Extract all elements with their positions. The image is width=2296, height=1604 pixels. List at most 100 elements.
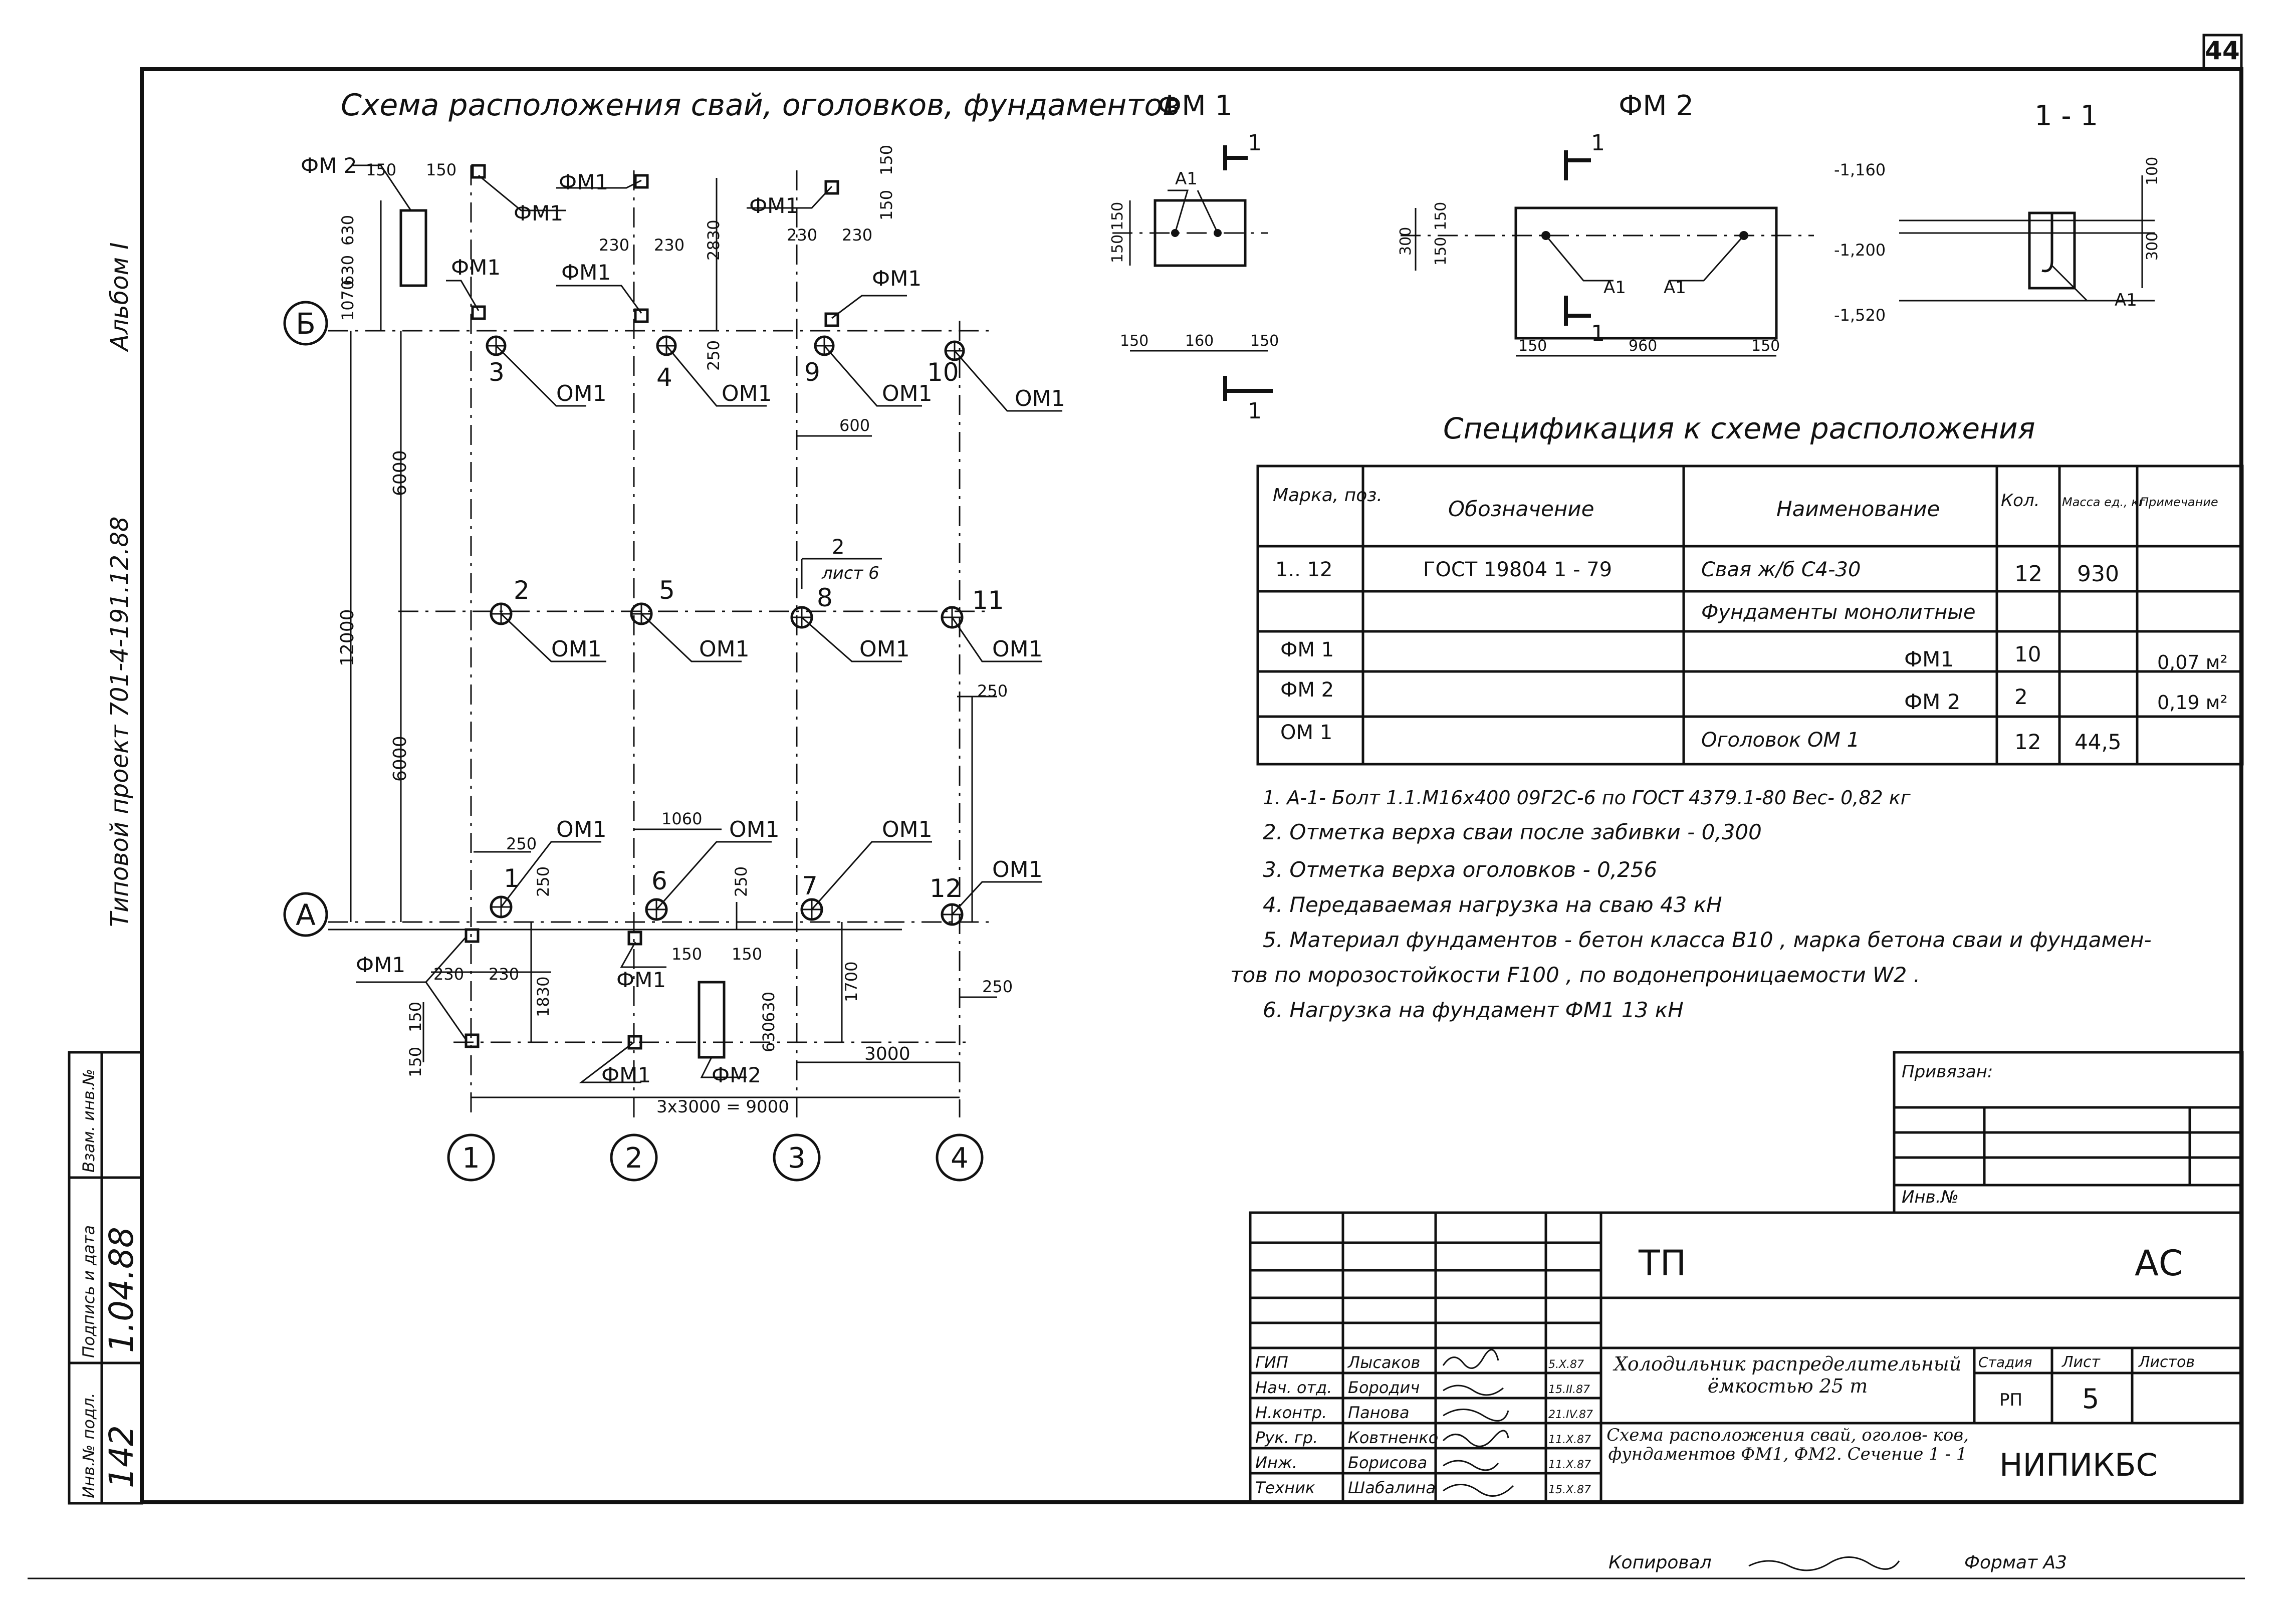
tb-sheet-title-box: Схема расположения свай, оголов- ков, фу…: [1606, 1426, 1969, 1464]
om1-label-h: ОМ1: [992, 636, 1043, 662]
fm2-dim-300: 300: [1397, 227, 1415, 256]
fm2-label-top: ФМ 2: [301, 153, 357, 178]
tb-name-5: Шабалина: [1348, 1478, 1436, 1497]
svg-text:ОМ 1: ОМ 1: [1280, 721, 1332, 744]
page-number: 44: [2205, 36, 2240, 65]
fm1-label-c: ФМ1: [749, 193, 799, 218]
om1-label-f: ОМ1: [699, 636, 750, 662]
tb-name-0: Лысаков: [1347, 1353, 1420, 1372]
pile-label-6: 6: [651, 866, 667, 895]
inv-value: 142: [102, 1425, 141, 1488]
section-title: 1 - 1: [2034, 100, 2098, 132]
fm1-detail-title: ФМ 1: [1158, 90, 1233, 122]
fm2-bottom-rect: [698, 981, 726, 1059]
fm2-detail-title: ФМ 2: [1619, 90, 1694, 122]
tb-role-4: Инж.: [1255, 1453, 1297, 1472]
fm1-detail-drawing: [1112, 145, 1273, 401]
dim-6000-a: 6000: [390, 450, 410, 496]
tb-role-2: Н.контр.: [1255, 1403, 1327, 1422]
tb-date-2: 21.IV.87: [1548, 1409, 1593, 1421]
axis-2-bubble: [610, 1133, 658, 1182]
axis-3-bubble: [773, 1133, 821, 1182]
dim-230-e: 230: [433, 965, 464, 984]
pile-label-11: 11: [972, 586, 1004, 615]
tb-sheets-label: Листов: [2138, 1353, 2195, 1371]
tb-date-5: 15.X.87: [1548, 1484, 1591, 1496]
dim-250-b: 250: [977, 681, 1008, 701]
svg-text:ФМ1: ФМ1: [1904, 647, 1954, 671]
spec-headers: Марка, поз. Обозначение Наименование Кол…: [1273, 485, 2218, 521]
dim-250-d: 250: [534, 866, 553, 897]
fm1-label-a: ФМ1: [514, 201, 563, 225]
dim-250-f: 250: [982, 977, 1013, 996]
section-dim-100: 100: [2144, 157, 2161, 185]
svg-text:Свая ж/б С4-30: Свая ж/б С4-30: [1701, 558, 1861, 581]
copier-signature: [1748, 1556, 1900, 1571]
tb-role-1: Нач. отд.: [1255, 1378, 1332, 1397]
table-row: ФМ 1 ФМ1 10 0,07 м²: [1280, 638, 2228, 673]
svg-text:Оголовок ОМ 1: Оголовок ОМ 1: [1701, 729, 1860, 752]
sheet-ref-text: лист 6: [821, 563, 879, 583]
table-row: 1.. 12 ГОСТ 19804 1 - 79 Свая ж/б С4-30 …: [1275, 558, 2119, 587]
dim-1070: 1070: [338, 280, 357, 321]
dim-230-d: 230: [842, 225, 872, 245]
note-1: 1. А-1- Болт 1.1.М16х400 09Г2С-6 по ГОСТ…: [1263, 787, 1911, 809]
fm1-label-h: ФМ1: [616, 968, 666, 992]
tb-code-right: АС: [2135, 1243, 2183, 1284]
fm1-a1: А1: [1175, 169, 1198, 189]
axis-b-bubble: [283, 301, 328, 346]
tb-sheet: 5: [2082, 1383, 2099, 1415]
tb-name-2: Панова: [1348, 1403, 1410, 1422]
fm2-a1-a: А1: [1603, 278, 1626, 298]
dim-6000-b: 6000: [390, 736, 410, 782]
dim-150-b: 150: [426, 160, 456, 179]
privyazan-inv: Инв.№: [1902, 1187, 1959, 1207]
section-mark-1520: -1,520: [1834, 306, 1886, 325]
privyazan-block: [1893, 1051, 2244, 1214]
dim-230-b: 230: [654, 236, 684, 255]
svg-text:1.. 12: 1.. 12: [1275, 558, 1333, 581]
section-a1: А1: [2115, 290, 2137, 310]
dim-630-c: 630: [759, 992, 778, 1022]
inv-podl-label: Инв.№ подл.: [79, 1393, 98, 1498]
dim-630-a: 630: [338, 215, 357, 246]
svg-text:44,5: 44,5: [2075, 730, 2122, 754]
svg-text:ФМ 2: ФМ 2: [1280, 678, 1334, 702]
spec-h-massa: Масса ед., кг: [2062, 495, 2145, 509]
fm1-label-b: ФМ1: [559, 170, 608, 194]
plan-dimension-text: 150 150 630 630 1070 230 230 230 230 283…: [337, 145, 1013, 1117]
tb-object: Холодильник распределительный ёмкостью 2…: [1614, 1353, 1962, 1397]
note-3: 3. Отметка верха оголовков - 0,256: [1263, 857, 1657, 882]
fm2-dim-150-b: 150: [1432, 237, 1450, 266]
spec-table-grid: [1256, 465, 2244, 766]
tb-role-5: Техник: [1255, 1478, 1315, 1497]
title-block-grid: [1249, 1211, 2244, 1504]
leaders: [351, 164, 1062, 1083]
fm1-dim-150-c: 150: [1120, 332, 1149, 350]
spec-h-naimen: Наименование: [1776, 497, 1940, 521]
vzam-inv-label: Взам. инв.№: [79, 1069, 98, 1173]
dim-150-a: 150: [366, 160, 396, 179]
fm2-detail-drawing: [1401, 150, 1814, 357]
note-4: 4. Передаваемая нагрузка на сваю 43 кН: [1263, 892, 1722, 917]
date-value: 1.04.88: [102, 1227, 141, 1353]
svg-text:12: 12: [2014, 730, 2041, 754]
om1-label-g: ОМ1: [859, 636, 910, 662]
tb-org: НИПИКБС: [1999, 1447, 2158, 1483]
fm2-cut-top: 1: [1591, 130, 1605, 156]
dim-total: 3x3000 = 9000: [656, 1097, 789, 1117]
om1-label-c: ОМ1: [882, 381, 933, 406]
svg-text:2: 2: [2014, 684, 2028, 709]
inner-frame: [140, 67, 2243, 1504]
om1-label-e: ОМ1: [551, 636, 602, 662]
tb-object-box: Холодильник распределительный ёмкостью 2…: [1614, 1353, 1962, 1397]
privyazan-label: Привязан:: [1902, 1062, 1993, 1082]
table-row: Фундаменты монолитные: [1701, 601, 1975, 624]
svg-text:0,07 м²: 0,07 м²: [2157, 651, 2228, 673]
pile-label-7: 7: [802, 871, 818, 900]
fm2-dim-150-c: 150: [1518, 337, 1547, 355]
dim-12000: 12000: [337, 609, 358, 666]
tb-code-left: ТП: [1638, 1243, 1686, 1284]
note-2: 2. Отметка верха сваи после забивки - 0,…: [1263, 820, 1762, 844]
